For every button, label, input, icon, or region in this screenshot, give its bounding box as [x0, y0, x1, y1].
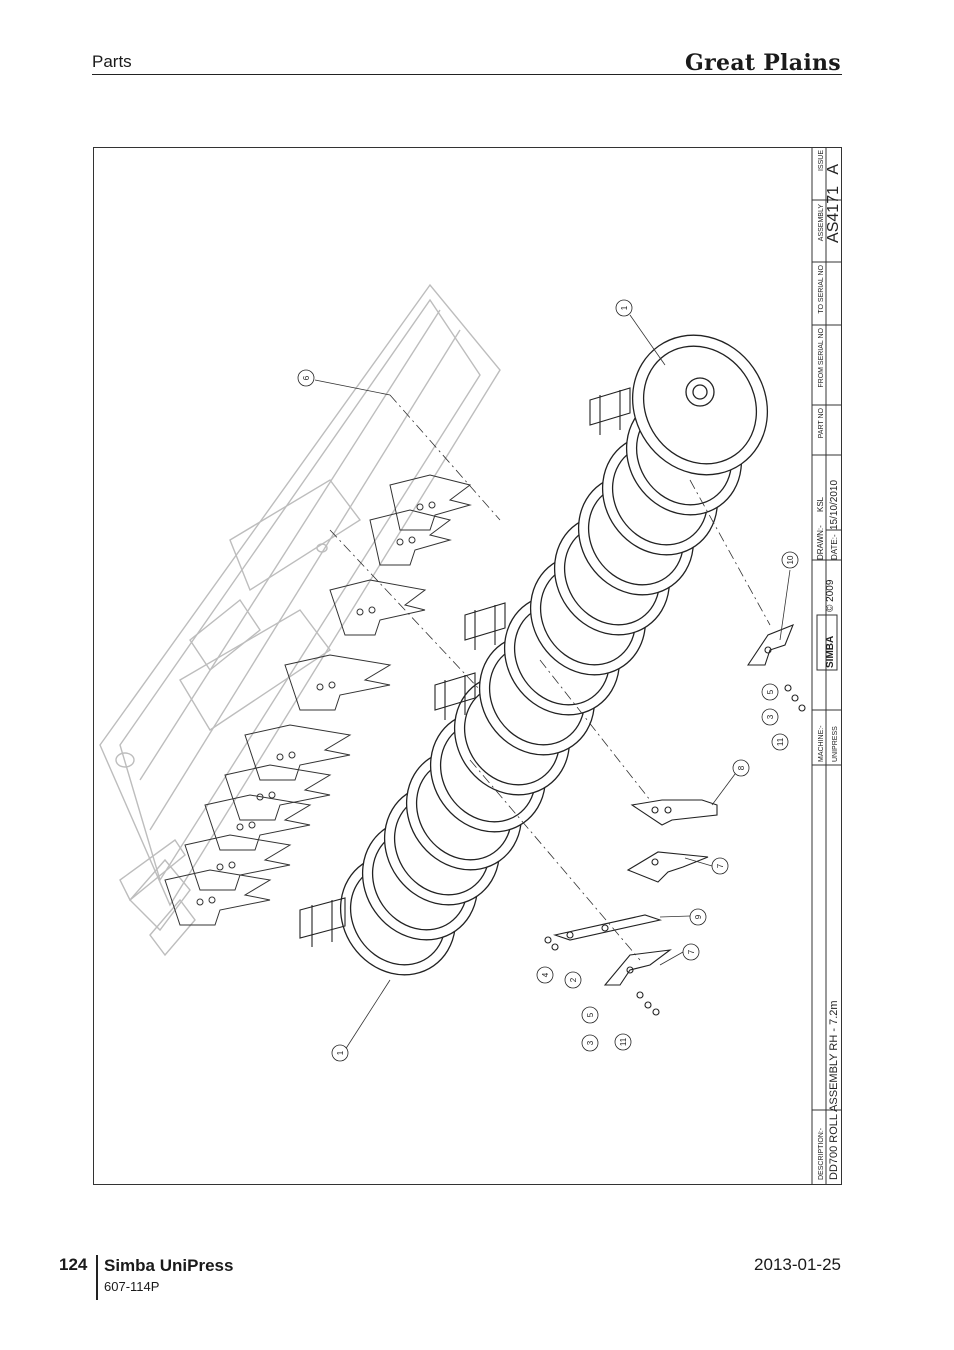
date-value: 15/10/2010: [829, 480, 840, 530]
callout-label: 11: [776, 737, 785, 746]
roller-discs: [339, 334, 769, 976]
assembly-value: AS4171: [825, 186, 842, 243]
machine-value: UNIPRESS: [832, 726, 839, 762]
callout-circles: [297, 299, 799, 1062]
assembly-lines: [329, 394, 771, 961]
callout-label: 2: [569, 977, 578, 982]
drawing-frame: [93, 147, 842, 1185]
brand-logo: Great Plains: [685, 50, 841, 76]
page-number: 124: [59, 1255, 88, 1274]
description-value: DD700 ROLL ASSEMBLY RH - 7.2m: [828, 1000, 840, 1180]
callout-labels: 1 6 10 5 3 11 8 7 9 7 4 2 5 3 11 1: [302, 305, 795, 1055]
machine-label: MACHINE:-: [818, 725, 825, 762]
callout-label: 3: [766, 714, 775, 719]
title-block: [811, 148, 841, 1184]
exploded-parts: [544, 624, 806, 1016]
callout-label: 1: [336, 1050, 345, 1055]
callout-label: 6: [302, 375, 311, 380]
footer-divider: [96, 1255, 98, 1300]
from-serial-label: FROM SERIAL NO: [818, 327, 825, 387]
issue-label: ISSUE: [818, 150, 825, 171]
leader-lines: [314, 314, 791, 1051]
callout-label: 4: [541, 972, 550, 977]
callout-label: 3: [586, 1040, 595, 1045]
simba-logo: SIMBA: [825, 636, 836, 668]
manual-code: 607-114P: [104, 1279, 160, 1294]
part-no-label: PART NO: [818, 407, 825, 438]
copyright: © 2009: [825, 579, 836, 612]
callout-label: 5: [586, 1012, 595, 1017]
callout-label: 8: [737, 765, 746, 770]
assembly-label: ASSEMBLY: [818, 204, 825, 242]
callout-label: 1: [620, 305, 629, 310]
section-label: Parts: [92, 52, 132, 71]
frame-brackets: [164, 474, 472, 926]
callout-label: 7: [687, 949, 696, 954]
drawn-value: KSL: [816, 496, 825, 512]
roller-brackets: [299, 387, 631, 947]
callout-label: 10: [786, 555, 795, 564]
callout-label: 5: [766, 689, 775, 694]
callout-label: 11: [619, 1037, 628, 1046]
drawn-label: DRAWN:-: [816, 525, 825, 560]
publication-date: 2013-01-25: [754, 1255, 841, 1274]
manual-title: Simba UniPress: [104, 1256, 234, 1275]
issue-value: A: [825, 164, 842, 175]
callout-label: 7: [716, 863, 725, 868]
title-block-text: ISSUE A ASSEMBLY AS4171 TO SERIAL NO FRO…: [816, 150, 842, 1180]
to-serial-label: TO SERIAL NO: [818, 264, 825, 313]
callout-label: 9: [694, 914, 703, 919]
description-label: DESCRIPTION:-: [818, 1127, 825, 1180]
chassis-frame: [99, 283, 501, 957]
date-label: DATE:-: [830, 534, 839, 560]
header-rule: [92, 74, 842, 75]
